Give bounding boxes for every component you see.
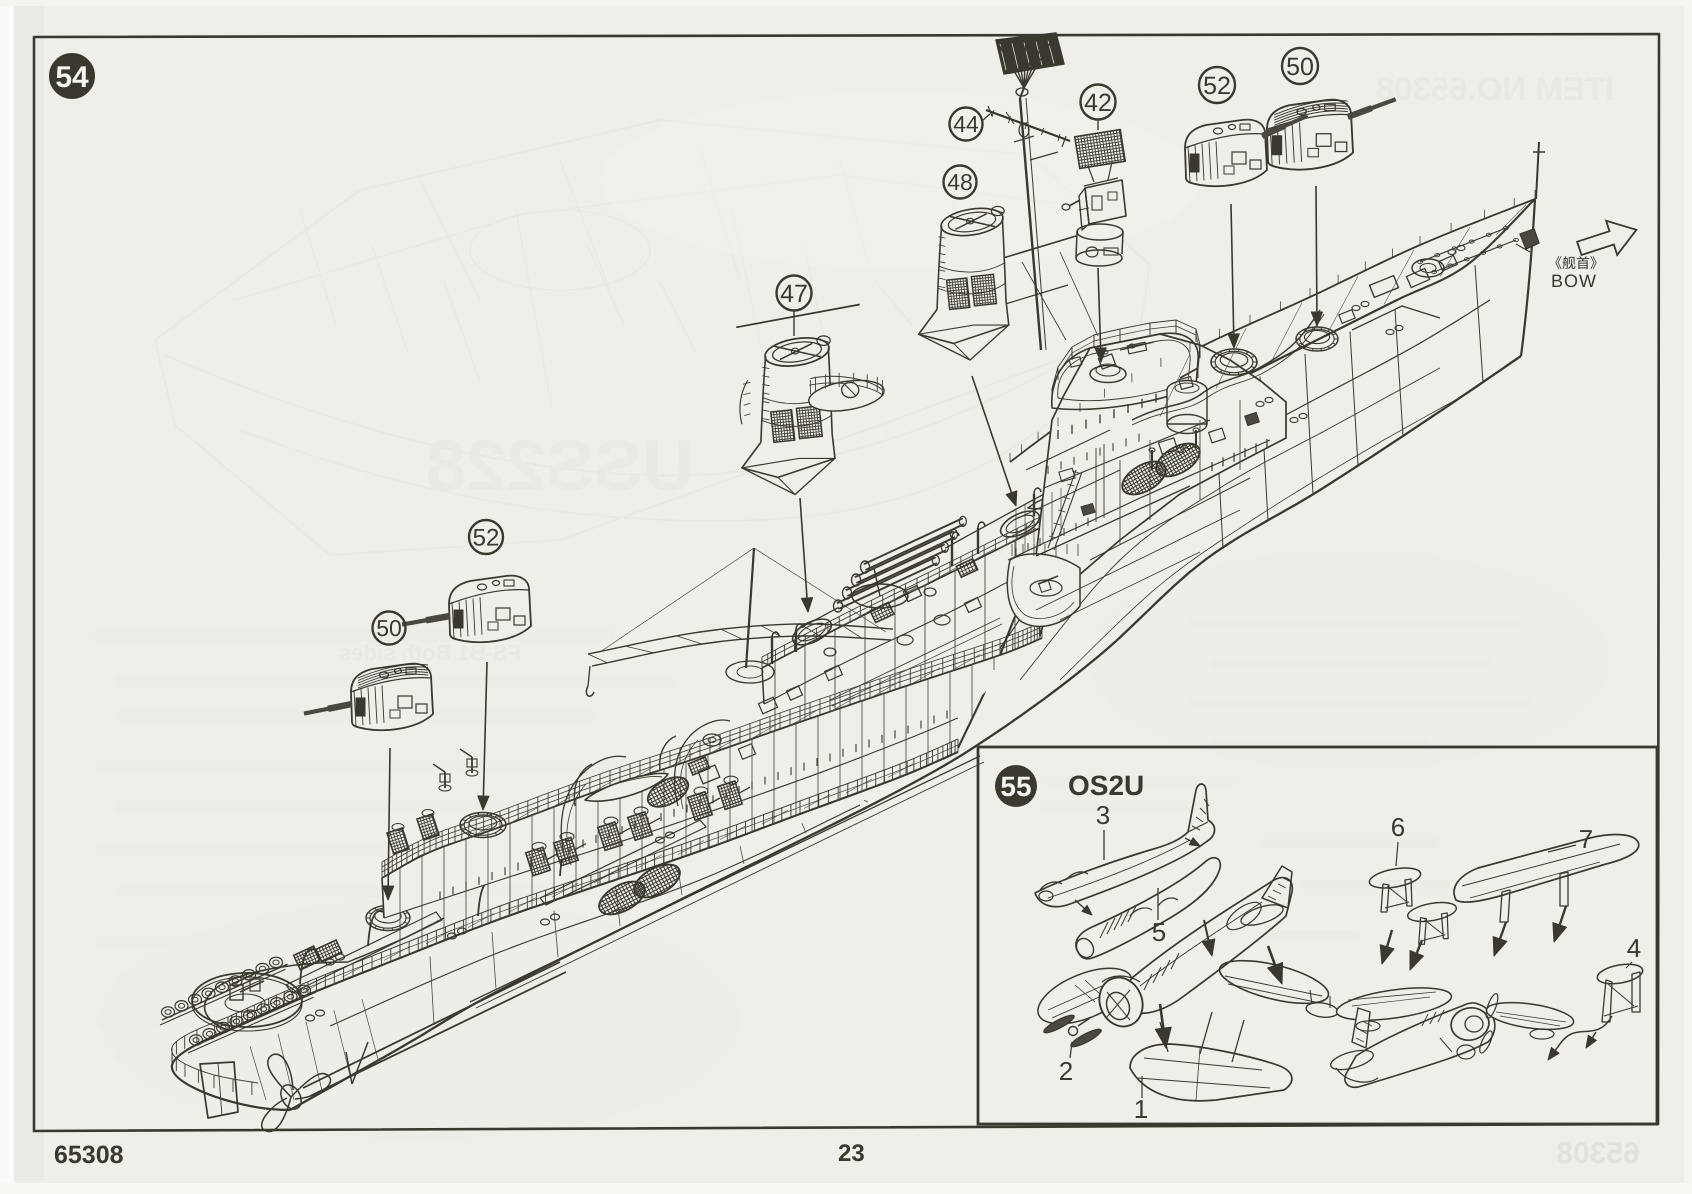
svg-text:48: 48 [947,169,973,195]
svg-text:《舰首》: 《舰首》 [1548,255,1604,271]
svg-text:FS-B1 Both sides: FS-B1 Both sides [339,640,521,665]
svg-text:52: 52 [1203,72,1231,100]
svg-text:50: 50 [376,615,402,641]
svg-text:23: 23 [838,1140,865,1167]
svg-text:47: 47 [780,280,808,308]
svg-text:55: 55 [1000,771,1031,802]
svg-text:3: 3 [1096,800,1110,830]
svg-text:42: 42 [1084,89,1112,117]
svg-text:65308: 65308 [54,1141,124,1169]
svg-text:OS2U: OS2U [1068,770,1144,801]
svg-text:USS228: USS228 [426,426,694,506]
svg-text:ITEM NO.65308: ITEM NO.65308 [1376,70,1614,107]
svg-text:4: 4 [1627,933,1641,963]
svg-text:54: 54 [55,61,89,94]
svg-text:6: 6 [1391,812,1405,842]
svg-text:5: 5 [1152,917,1166,947]
svg-text:7: 7 [1579,824,1593,854]
svg-text:1: 1 [1134,1094,1148,1124]
svg-text:65308: 65308 [1556,1137,1639,1170]
svg-text:BOW: BOW [1551,271,1597,291]
svg-text:2: 2 [1059,1056,1073,1086]
svg-text:44: 44 [953,111,979,137]
svg-text:50: 50 [1286,53,1314,81]
svg-text:52: 52 [473,524,500,551]
